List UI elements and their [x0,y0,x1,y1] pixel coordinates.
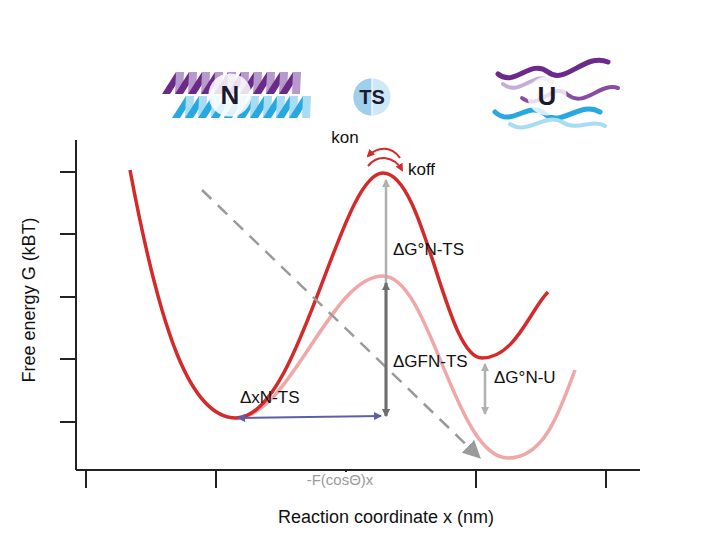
distance-arrow [238,416,381,418]
rate-label: kon [331,129,358,148]
axis-title: Free energy G (kBT) [20,217,40,382]
state-name: N [221,80,240,111]
state-label: U [527,76,567,116]
state-name: TS [359,86,385,109]
barrier-arrow [385,180,388,416]
rate-label: koff [408,161,435,180]
force-label: -F(cosΘ)x [304,472,377,489]
state-name: U [538,81,557,112]
stability-label: ΔG°N-U [494,369,556,388]
axes [60,140,640,488]
barrier-label: ΔGFN-TS [393,353,468,372]
helix-illustration [162,72,311,118]
state-circle: TS [353,78,391,116]
force-barrier-arrow [385,283,388,416]
stability-arrow [484,364,487,414]
state-label: N [208,73,252,117]
force-tilt-line [202,190,478,456]
distance-label: ΔxN-TS [240,389,300,408]
kon-arrow [368,149,400,158]
koff-arrow [368,158,402,170]
axis-title: Reaction coordinate x (nm) [278,508,494,528]
barrier-label: ΔG°N-TS [393,241,464,260]
unfolded-strands [495,60,618,127]
free-energy-curve [130,170,548,418]
